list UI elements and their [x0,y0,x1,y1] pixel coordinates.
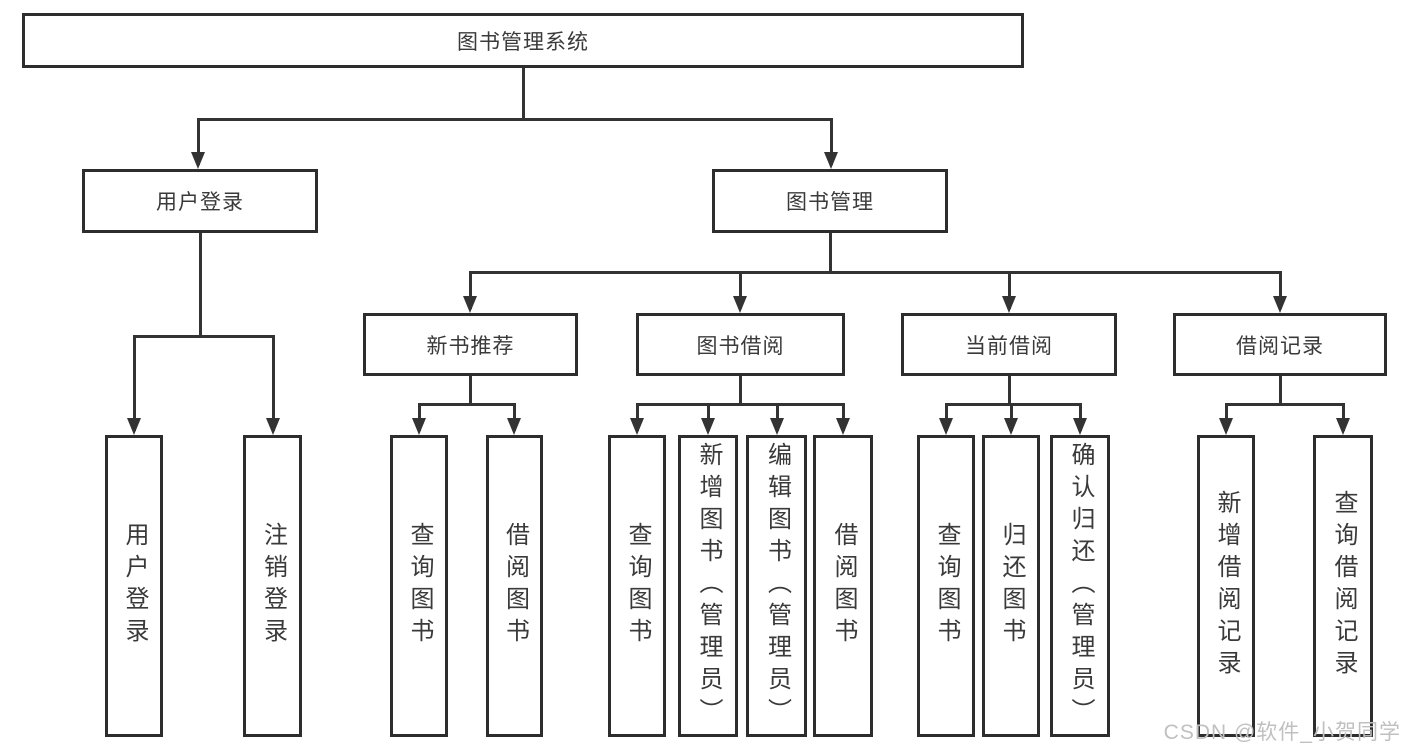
arrow-down-icon [507,418,521,435]
node-label: 查询图书 [624,522,651,650]
leaf-query-borrow-record: 查询借阅记录 [1313,435,1373,737]
connector-line-vertical [1079,404,1082,431]
arrow-down-icon [127,418,141,435]
node-label: 用户登录 [121,522,148,650]
node-label: 图书借阅 [696,334,785,358]
node-label: 图书管理 [786,191,874,214]
connector-line-vertical [842,404,845,431]
connector-line-vertical [829,233,832,273]
leaf-borrow-books-recommend: 借阅图书 [486,435,543,737]
leaf-user-login: 用户登录 [105,435,163,737]
node-label: 新增借阅记录 [1213,490,1240,682]
connector-line-vertical [830,119,833,165]
node-book-borrowing: 图书借阅 [636,313,845,376]
leaf-query-books-recommend: 查询图书 [390,435,448,737]
connector-line-vertical [197,119,200,165]
node-borrow-records: 借阅记录 [1173,313,1387,376]
connector-line-vertical [636,404,639,431]
connector-line-vertical [469,376,472,406]
connector-line-vertical [739,376,742,406]
node-label: 确认归还（管理员） [1067,442,1094,730]
leaf-edit-books-admin: 编辑图书（管理员） [746,435,807,737]
connector-line-vertical [1008,272,1011,309]
node-label: 注销登录 [259,522,287,650]
arrow-down-icon [836,418,850,435]
arrow-down-icon [824,152,838,169]
node-label: 借阅记录 [1236,334,1324,358]
connector-line-horizontal [469,271,1282,274]
leaf-return-books: 归还图书 [982,435,1040,737]
connector-line-vertical [707,404,710,431]
connector-line-horizontal [418,403,516,406]
connector-line-horizontal [945,403,1082,406]
arrow-down-icon [1336,418,1350,435]
leaf-borrow-books: 借阅图书 [813,435,873,737]
arrow-down-icon [770,418,784,435]
node-label: 用户登录 [156,191,244,214]
arrow-down-icon [463,296,477,313]
connector-line-vertical [513,404,516,431]
arrow-down-icon [1273,296,1287,313]
connector-line-vertical [522,68,525,120]
connector-line-vertical [133,336,136,431]
node-book-management: 图书管理 [712,169,948,233]
connector-line-vertical [1342,404,1345,431]
node-label: 借阅图书 [501,522,529,650]
connector-line-vertical [945,404,948,431]
node-label: 当前借阅 [965,334,1053,358]
node-user-login: 用户登录 [82,169,318,233]
arrow-down-icon [412,418,426,435]
arrow-down-icon [1219,418,1233,435]
connector-line-vertical [469,272,472,309]
node-label: 新书推荐 [426,334,515,358]
leaf-query-books-current: 查询图书 [917,435,975,737]
arrow-down-icon [939,418,953,435]
arrow-down-icon [1004,418,1018,435]
arrow-down-icon [630,418,644,435]
connector-line-vertical [1225,404,1228,431]
node-label: 查询图书 [933,522,960,650]
node-current-borrowing: 当前借阅 [901,313,1117,376]
node-label: 编辑图书（管理员） [763,442,791,730]
arrow-down-icon [191,152,205,169]
csdn-watermark: CSDN @软件_小贺同学 [1163,721,1401,744]
leaf-confirm-return-admin: 确认归还（管理员） [1050,435,1110,737]
arrow-down-icon [1002,296,1016,313]
leaf-add-books-admin: 新增图书（管理员） [678,435,738,737]
node-root-system: 图书管理系统 [22,13,1024,68]
node-label: 查询图书 [406,522,433,650]
leaf-add-borrow-record: 新增借阅记录 [1197,435,1255,737]
connector-line-horizontal [197,118,833,121]
arrow-down-icon [733,296,747,313]
connector-line-vertical [1010,404,1013,431]
arrow-down-icon [266,418,280,435]
connector-line-horizontal [636,403,845,406]
connector-line-vertical [272,336,275,431]
connector-line-vertical [1008,376,1011,406]
connector-line-horizontal [133,335,275,338]
leaf-logout: 注销登录 [243,435,302,737]
connector-line-vertical [418,404,421,431]
connector-line-vertical [1279,272,1282,309]
connector-line-vertical [739,272,742,309]
arrow-down-icon [1073,418,1087,435]
node-label: 图书管理系统 [457,30,589,54]
leaf-query-books-borrowing: 查询图书 [608,435,666,737]
node-label: 新增图书（管理员） [695,442,722,730]
node-label: 归还图书 [998,522,1025,650]
connector-line-horizontal [1225,403,1345,406]
node-new-book-recommend: 新书推荐 [363,313,578,376]
node-label: 查询借阅记录 [1330,490,1357,682]
connector-line-vertical [1279,376,1282,406]
arrow-down-icon [701,418,715,435]
connector-line-vertical [776,404,779,431]
node-label: 借阅图书 [830,522,857,650]
connector-line-vertical [199,233,202,338]
